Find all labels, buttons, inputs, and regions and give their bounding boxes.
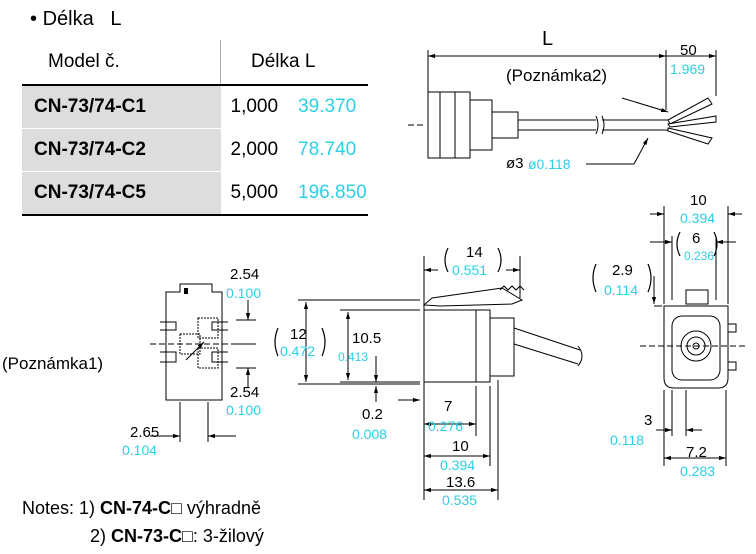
connector-side-view: [298, 256, 583, 500]
length-inch: 78.740: [298, 139, 357, 160]
header-length: Délka L: [220, 40, 368, 86]
dim-105: 10.5: [352, 330, 382, 347]
dim-r29-in: 0.114: [604, 282, 638, 298]
dim-02: 0.2: [362, 406, 383, 423]
dim-width-in: 0.104: [122, 442, 158, 458]
dim-pitch-top: 2.54: [230, 266, 260, 283]
model-cell: CN-73/74-C2: [22, 128, 221, 172]
dim-length: L: [542, 28, 554, 50]
dim-10-in: 0.394: [440, 457, 476, 473]
connector-end-view: [640, 206, 748, 466]
dim-136-in: 0.535: [442, 492, 478, 508]
note1-label: (Poznámka1): [2, 354, 104, 373]
dim-10: 10: [452, 438, 469, 455]
dim-02-in: 0.008: [352, 426, 388, 442]
length-mm: 5,000: [230, 182, 279, 203]
cable-side-view: [408, 50, 717, 165]
dim-136: 13.6: [446, 474, 476, 491]
dim-12: 12: [290, 326, 307, 343]
length-cell: 5,000 196.850: [220, 171, 368, 216]
dim-50: 50: [680, 42, 697, 59]
length-inch: 39.370: [298, 96, 357, 117]
dim-7: 7: [444, 398, 453, 415]
model-length-table: Model č. Délka L CN-73/74-C1 1,000 39.370…: [22, 40, 368, 216]
model-cell: CN-73/74-C5: [22, 171, 221, 216]
dim-r6-in: 0.236: [684, 249, 715, 263]
length-mm: 2,000: [230, 139, 279, 160]
dim-width: 2.65: [130, 424, 160, 441]
connector-front-view: [150, 283, 256, 442]
dim-r10: 10: [690, 192, 707, 209]
length-cell: 2,000 78.740: [220, 128, 368, 172]
dim-14: 14: [466, 244, 483, 261]
heading-title: Délka L: [42, 8, 122, 30]
dim-pitch-bot-in: 0.100: [226, 402, 262, 418]
dim-pitch-bot: 2.54: [230, 384, 260, 401]
dim-r6: 6: [692, 230, 701, 247]
dim-r3-in: 0.118: [610, 432, 644, 448]
bullet: •: [30, 8, 38, 30]
dim-dia-in: ø0.118: [528, 156, 571, 172]
dim-r72: 7.2: [686, 444, 707, 461]
dim-50-in: 1.969: [670, 61, 706, 77]
dim-r72-in: 0.283: [680, 463, 716, 479]
section-heading: • Délka L: [30, 8, 122, 31]
dim-105-in: 0.413: [338, 350, 369, 364]
dim-r3: 3: [644, 412, 653, 429]
table-row: CN-73/74-C2 2,000 78.740: [22, 128, 368, 172]
length-inch: 196.850: [298, 182, 367, 203]
notes-line-2: 2) CN-73-C□: 3-žilový: [90, 526, 264, 546]
bracket-marks: [274, 231, 718, 357]
dim-dia: ø3: [506, 155, 524, 172]
dim-14-in: 0.551: [452, 262, 488, 278]
dim-pitch-top-in: 0.100: [226, 285, 262, 301]
dim-7-in: 0.276: [428, 418, 464, 434]
table-row: CN-73/74-C5 5,000 196.850: [22, 171, 368, 216]
dim-12-in: 0.472: [280, 343, 316, 359]
table-row: CN-73/74-C1 1,000 39.370: [22, 85, 368, 129]
length-cell: 1,000 39.370: [220, 85, 368, 129]
dim-r29: 2.9: [612, 262, 633, 279]
note2-label: (Poznámka2): [506, 66, 608, 85]
dim-r10-in: 0.394: [680, 210, 716, 226]
model-cell: CN-73/74-C1: [22, 85, 221, 129]
notes-line-1: Notes: 1) CN-74-C□ výhradně: [22, 498, 261, 518]
length-mm: 1,000: [230, 96, 279, 117]
header-model: Model č.: [22, 40, 221, 86]
